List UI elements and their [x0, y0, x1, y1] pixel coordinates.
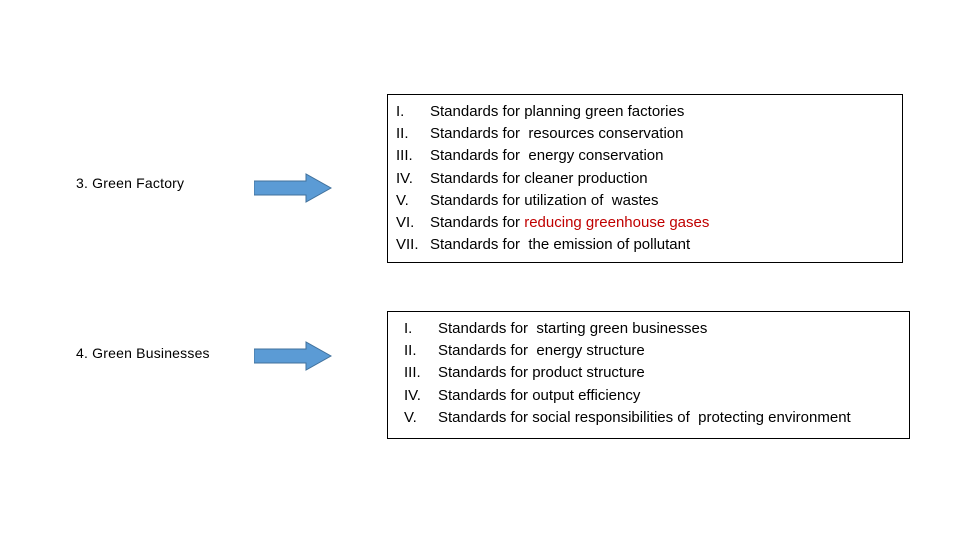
list-item-text-highlight: reducing greenhouse gases: [524, 214, 710, 232]
list-item: VI. Standards for reducing greenhouse ga…: [388, 212, 902, 234]
row-label-green-businesses: 4. Green Businesses: [76, 345, 210, 361]
list-item-numeral: II.: [404, 342, 417, 360]
list-item-text: Standards for product structure: [438, 364, 645, 382]
list-item: VII. Standards for the emission of pollu…: [388, 234, 902, 256]
list-item-numeral: III.: [404, 364, 421, 382]
list-item-text: Standards for energy conservation: [430, 147, 664, 165]
list-item-numeral: VI.: [396, 214, 415, 232]
list-item-text: Standards for utilization of wastes: [430, 191, 659, 209]
standards-box-green-businesses: I. Standards for starting green business…: [387, 311, 910, 439]
list-item: I. Standards for planning green factorie…: [388, 101, 902, 123]
list-item-numeral: IV.: [404, 386, 421, 404]
list-item-text: Standards for output efficiency: [438, 386, 641, 404]
list-item-numeral: III.: [396, 147, 413, 165]
list-item-text: Standards for social responsibilities of…: [438, 408, 851, 426]
arrow-right-green-businesses: [253, 341, 333, 371]
standards-list-green-businesses: I. Standards for starting green business…: [388, 318, 909, 429]
list-item: IV. Standards for output efficiency: [388, 385, 909, 407]
list-item-numeral: V.: [396, 191, 409, 209]
list-item-text: Standards for planning green factories: [430, 103, 685, 120]
list-item-text: Standards for the emission of pollutant: [430, 236, 691, 254]
list-item: IV. Standards for cleaner production: [388, 168, 902, 190]
row-label-green-factory: 3. Green Factory: [76, 175, 185, 191]
list-item: III. Standards for product structure: [388, 362, 909, 384]
standards-list-green-factory: I. Standards for planning green factorie…: [388, 101, 902, 256]
list-item-numeral: IV.: [396, 169, 413, 187]
list-item: V. Standards for social responsibilities…: [388, 407, 909, 429]
list-item-text: Standards for: [430, 214, 525, 232]
list-item: II. Standards for resources conservation: [388, 123, 902, 145]
list-item-text: Standards for cleaner production: [430, 169, 648, 187]
list-item-text: Standards for energy structure: [438, 342, 645, 360]
standards-box-green-factory: I. Standards for planning green factorie…: [387, 94, 903, 263]
list-item-text: Standards for resources conservation: [430, 125, 684, 143]
list-item: II. Standards for energy structure: [388, 340, 909, 362]
list-item: III. Standards for energy conservation: [388, 145, 902, 167]
list-item: I. Standards for starting green business…: [388, 318, 909, 340]
arrow-right-green-factory: [253, 173, 333, 203]
list-item-text: Standards for starting green businesses: [438, 320, 708, 337]
list-item-numeral: I.: [396, 103, 405, 120]
list-item-numeral: V.: [404, 408, 417, 426]
list-item: V. Standards for utilization of wastes: [388, 190, 902, 212]
list-item-numeral: VII.: [396, 236, 419, 254]
list-item-numeral: I.: [404, 320, 413, 337]
list-item-numeral: II.: [396, 125, 409, 143]
